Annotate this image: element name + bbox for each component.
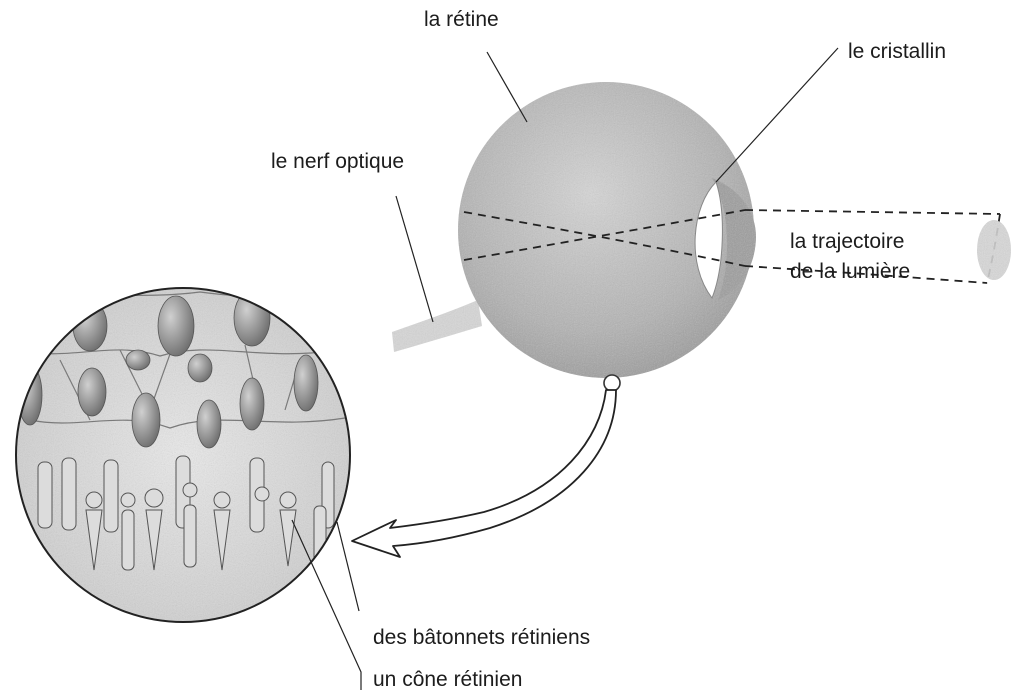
retina-spot-marker	[604, 375, 620, 391]
label-cone: un cône rétinien	[373, 668, 522, 691]
label-optic-nerve: le nerf optique	[271, 150, 404, 173]
leader-rods	[337, 522, 359, 611]
label-light-path-line1: la trajectoire	[790, 230, 904, 253]
light-source	[977, 220, 1011, 280]
leader-retina	[487, 52, 527, 122]
leader-optic-nerve	[396, 196, 433, 322]
label-light-path-line2: de la lumière	[790, 260, 910, 283]
zoom-arrow	[352, 390, 616, 557]
label-lens: le cristallin	[848, 40, 946, 63]
optic-nerve	[392, 300, 482, 352]
retina-zoom-circle	[16, 288, 350, 622]
leader-lens	[716, 48, 838, 182]
label-rods: des bâtonnets rétiniens	[373, 626, 590, 649]
label-retina: la rétine	[424, 8, 499, 31]
